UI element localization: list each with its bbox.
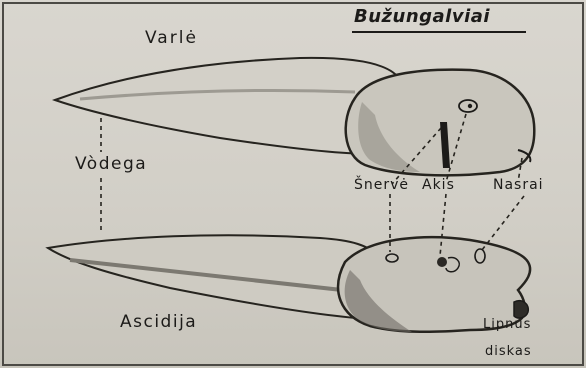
adhesive-disc [514, 301, 528, 318]
label-frog: Varlė [145, 30, 198, 47]
ascidian-eye [437, 257, 447, 267]
frog-eye-pupil [468, 104, 472, 108]
label-ascidian: Ascidija [120, 314, 197, 331]
label-adhesive-disc-line2: diskas [485, 345, 532, 358]
label-gill: Šnervė [354, 178, 409, 192]
diagram-title: Bužungalviai [354, 8, 490, 26]
mouth-leader-bottom [482, 196, 524, 250]
label-adhesive-disc-line1: Lipnus [483, 318, 531, 331]
title-underline [352, 31, 526, 33]
label-mouth: Nasrai [493, 178, 544, 192]
label-tail: Vòdega [75, 156, 147, 173]
label-eye: Akis [422, 178, 455, 192]
